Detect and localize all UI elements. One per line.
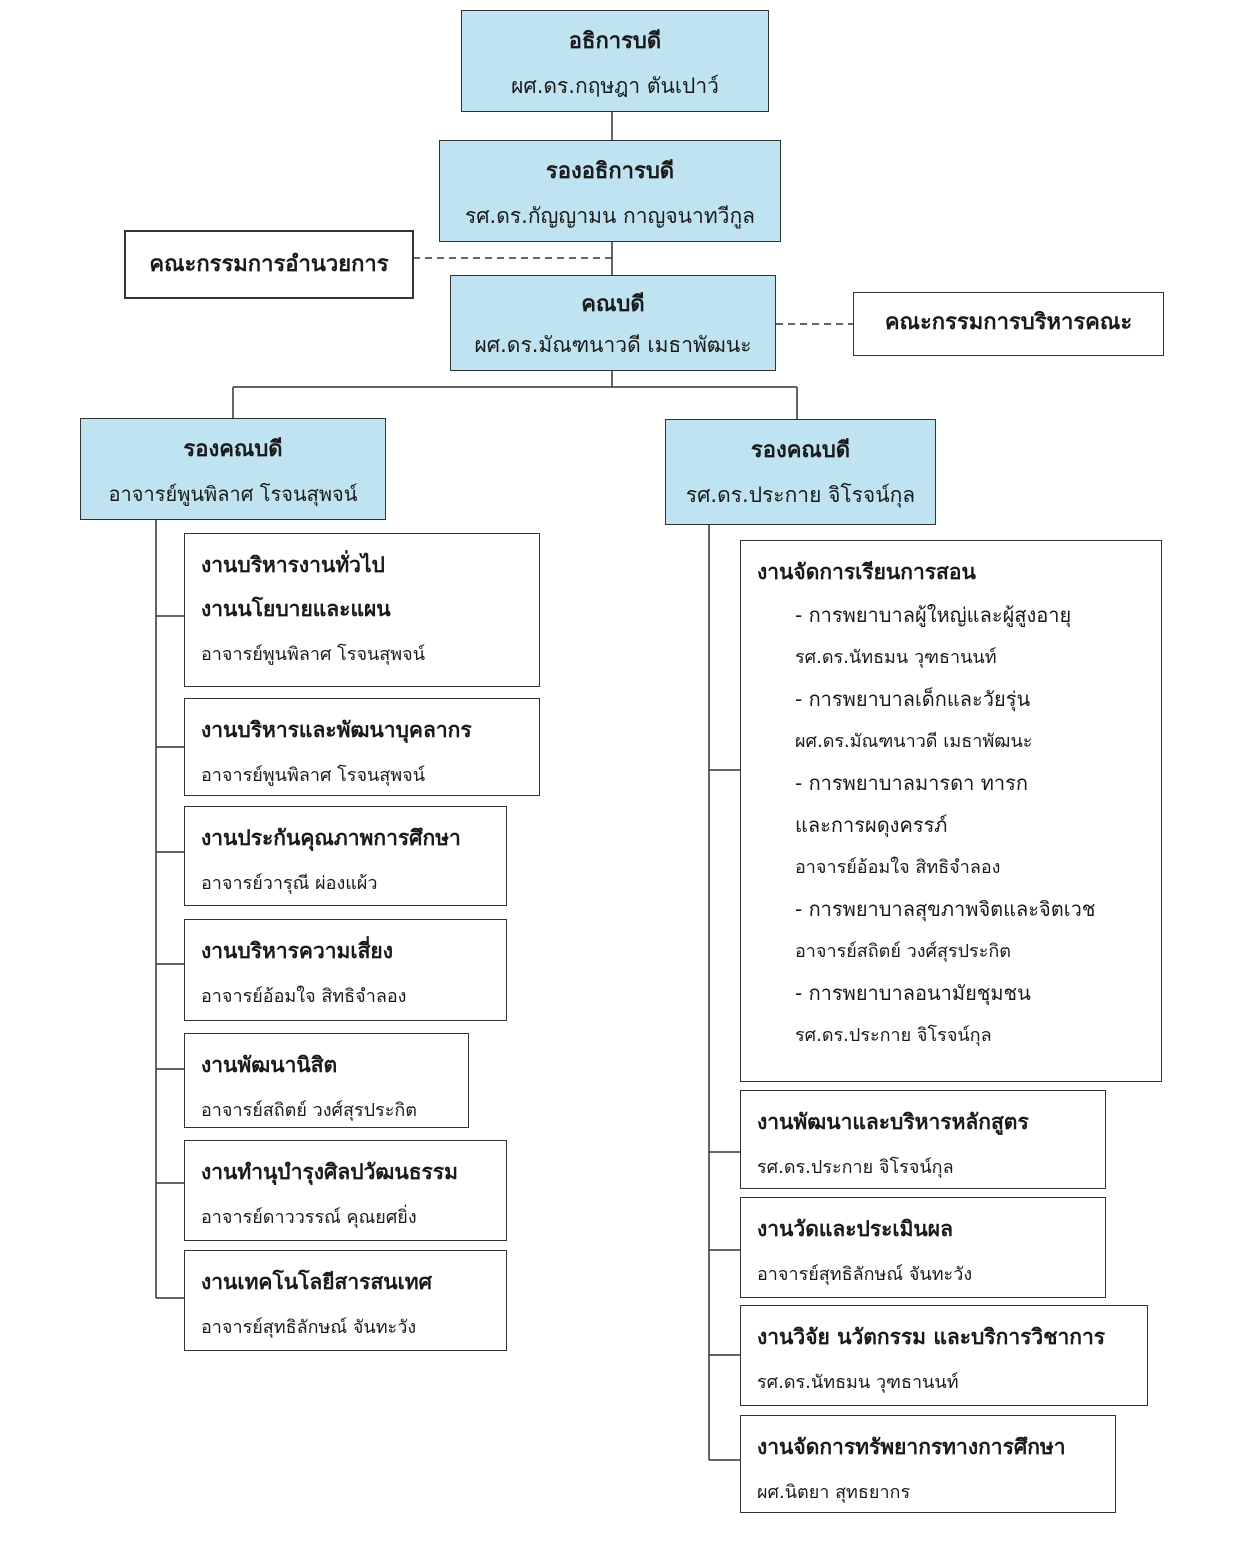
unit-person: อาจารย์วารุณี ผ่องแผ้ว [201, 873, 378, 894]
left-unit-student: งานพัฒนานิสิต อาจารย์สถิตย์ วงศ์สุรประกิ… [184, 1033, 469, 1128]
unit-title: งานนโยบายและแผน [201, 597, 391, 621]
unit-title: งานจัดการทรัพยากรทางการศึกษา [757, 1435, 1066, 1459]
sub-unit-title: - การพยาบาลสุขภาพจิตและจิตเวช [795, 897, 1096, 921]
right-unit-teaching: งานจัดการเรียนการสอน - การพยาบาลผู้ใหญ่แ… [740, 540, 1162, 1082]
right-unit-research: งานวิจัย นวัตกรรม และบริการวิชาการ รศ.ดร… [740, 1305, 1148, 1406]
dean-title: คณบดี [581, 292, 645, 317]
unit-title: งานประกันคุณภาพการศึกษา [201, 826, 461, 850]
unit-person: รศ.ดร.นัทธมน วุฑธานนท์ [757, 1372, 959, 1393]
left-unit-risk: งานบริหารความเสี่ยง อาจารย์อ้อมใจ สิทธิจ… [184, 919, 507, 1021]
left-unit-personnel: งานบริหารและพัฒนาบุคลากร อาจารย์พูนพิลาศ… [184, 698, 540, 796]
faculty-committee-label: คณะกรรมการบริหารคณะ [884, 310, 1133, 335]
right-unit-resources: งานจัดการทรัพยากรทางการศึกษา ผศ.นิตยา สุ… [740, 1415, 1116, 1513]
president-box: อธิการบดี ผศ.ดร.กฤษฎา ตันเปาว์ [461, 10, 769, 112]
unit-person: รศ.ดร.ประกาย จิโรจน์กุล [757, 1157, 954, 1178]
sub-unit-title: และการผดุงครรภ์ [795, 813, 948, 837]
unit-title: งานเทคโนโลยีสารสนเทศ [201, 1270, 432, 1294]
sub-unit-person: รศ.ดร.ประกาย จิโรจน์กุล [795, 1025, 992, 1046]
unit-title: งานบริหารความเสี่ยง [201, 939, 393, 963]
admin-committee-label: คณะกรรมการอำนวยการ [149, 252, 389, 277]
right-vice-dean-name: รศ.ดร.ประกาย จิโรจน์กุล [685, 483, 916, 507]
right-unit-curriculum: งานพัฒนาและบริหารหลักสูตร รศ.ดร.ประกาย จ… [740, 1090, 1106, 1189]
faculty-committee-box: คณะกรรมการบริหารคณะ [853, 292, 1164, 356]
sub-unit-person: รศ.ดร.นัทธมน วุฑธานนท์ [795, 647, 997, 668]
unit-person: อาจารย์สถิตย์ วงศ์สุรประกิต [201, 1100, 417, 1121]
dean-box: คณบดี ผศ.ดร.มัณฑนาวดี เมธาพัฒนะ [450, 275, 776, 371]
right-vice-dean-box: รองคณบดี รศ.ดร.ประกาย จิโรจน์กุล [665, 419, 936, 525]
unit-title: งานวิจัย นวัตกรรม และบริการวิชาการ [757, 1325, 1106, 1349]
unit-title: งานบริหารและพัฒนาบุคลากร [201, 718, 472, 742]
vice-president-title: รองอธิการบดี [545, 159, 675, 184]
sub-unit-title: - การพยาบาลเด็กและวัยรุ่น [795, 687, 1031, 711]
right-vice-dean-title: รองคณบดี [750, 438, 851, 463]
sub-unit-title: - การพยาบาลอนามัยชุมชน [795, 981, 1031, 1005]
left-unit-it: งานเทคโนโลยีสารสนเทศ อาจารย์สุทธิลักษณ์ … [184, 1250, 507, 1351]
unit-title: งานบริหารงานทั่วไป [201, 553, 385, 577]
left-unit-culture: งานทำนุบำรุงศิลปวัฒนธรรม อาจารย์ดาววรรณ์… [184, 1140, 507, 1241]
vice-president-box: รองอธิการบดี รศ.ดร.กัญญามน กาญจนาทวีกูล [439, 140, 781, 242]
left-unit-quality: งานประกันคุณภาพการศึกษา อาจารย์วารุณี ผ่… [184, 806, 507, 906]
left-vice-dean-name: อาจารย์พูนพิลาศ โรจนสุพจน์ [108, 482, 358, 506]
unit-person: อาจารย์พูนพิลาศ โรจนสุพจน์ [201, 644, 425, 665]
unit-person: อาจารย์สุทธิลักษณ์ จันทะวัง [757, 1264, 973, 1285]
unit-title: งานพัฒนาและบริหารหลักสูตร [757, 1110, 1029, 1134]
sub-unit-person: อาจารย์สถิตย์ วงศ์สุรประกิต [795, 941, 1011, 962]
dean-name: ผศ.ดร.มัณฑนาวดี เมธาพัฒนะ [474, 333, 752, 357]
unit-title: งานพัฒนานิสิต [201, 1053, 338, 1077]
president-name: ผศ.ดร.กฤษฎา ตันเปาว์ [511, 74, 719, 98]
sub-unit-person: อาจารย์อ้อมใจ สิทธิจำลอง [795, 857, 1001, 878]
right-unit-evaluation: งานวัดและประเมินผล อาจารย์สุทธิลักษณ์ จั… [740, 1197, 1106, 1298]
unit-person: อาจารย์พูนพิลาศ โรจนสุพจน์ [201, 765, 425, 786]
unit-person: อาจารย์อ้อมใจ สิทธิจำลอง [201, 986, 407, 1007]
unit-title: งานจัดการเรียนการสอน [757, 560, 976, 584]
unit-title: งานวัดและประเมินผล [757, 1217, 953, 1241]
president-title: อธิการบดี [568, 29, 662, 54]
admin-committee-box: คณะกรรมการอำนวยการ [124, 230, 414, 299]
sub-unit-title: - การพยาบาลผู้ใหญ่และผู้สูงอายุ [795, 603, 1072, 627]
unit-person: ผศ.นิตยา สุทธยากร [757, 1482, 911, 1503]
vice-president-name: รศ.ดร.กัญญามน กาญจนาทวีกูล [464, 204, 756, 228]
unit-person: อาจารย์สุทธิลักษณ์ จันทะวัง [201, 1317, 417, 1338]
left-vice-dean-title: รองคณบดี [183, 437, 283, 462]
unit-person: อาจารย์ดาววรรณ์ คุณยศยิ่ง [201, 1207, 417, 1228]
left-vice-dean-box: รองคณบดี อาจารย์พูนพิลาศ โรจนสุพจน์ [80, 418, 386, 520]
sub-unit-title: - การพยาบาลมารดา ทารก [795, 771, 1028, 795]
unit-title: งานทำนุบำรุงศิลปวัฒนธรรม [201, 1160, 458, 1184]
left-unit-general-admin: งานบริหารงานทั่วไป งานนโยบายและแผน อาจาร… [184, 533, 540, 687]
sub-unit-person: ผศ.ดร.มัณฑนาวดี เมธาพัฒนะ [795, 731, 1033, 752]
